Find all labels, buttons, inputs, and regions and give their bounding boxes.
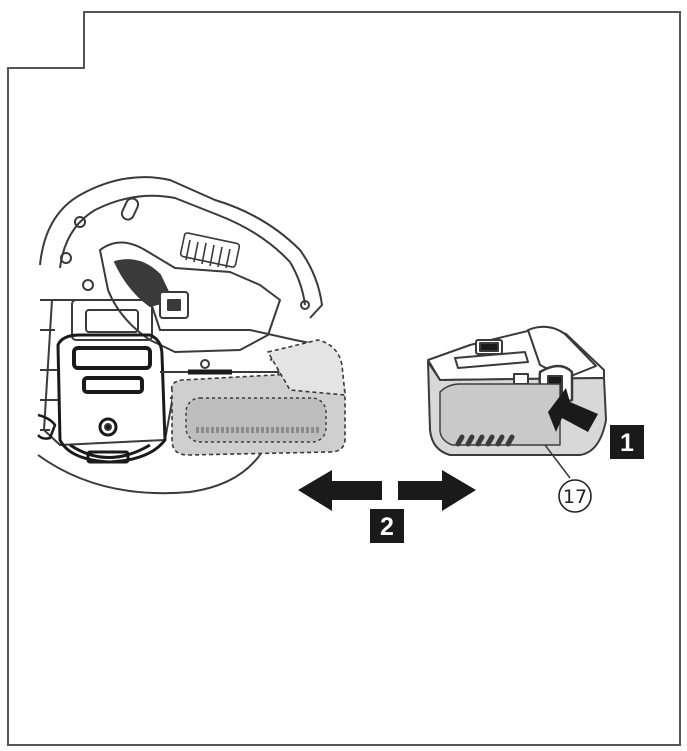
battery-pack [427,325,607,456]
step-2-label: 2 [380,513,394,541]
arrow-left-icon [298,470,382,511]
front-block [71,299,153,341]
slide-direction-arrows [298,470,476,511]
saw-blade-edge [37,451,263,495]
spindle-bolt [98,417,118,437]
arrow-right-icon [398,470,476,511]
screw [60,252,72,264]
grip-vents [179,232,241,269]
part-callout-number: 17 [563,486,587,508]
guard-slot [120,197,140,221]
blade-guard-inner [59,194,306,306]
blade-guard [39,176,323,319]
screw [300,300,310,310]
screw [74,216,86,228]
battery-mount-dashed [170,339,346,456]
battery-vents [455,434,515,447]
step-1-label: 1 [620,429,634,457]
screw [82,279,94,291]
step-2-marker: 2 [370,509,404,543]
push-arrow-icon [548,388,598,432]
front-nose [56,333,167,464]
step-1-marker: 1 [610,425,644,459]
part-callout: 17 [544,444,592,513]
